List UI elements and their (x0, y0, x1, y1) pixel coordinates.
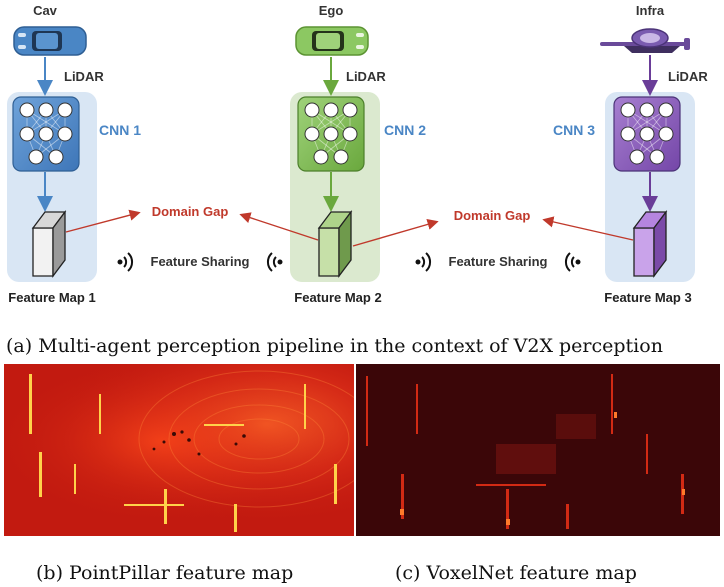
cnn-node (639, 102, 655, 118)
feature-map-box-3 (632, 210, 668, 278)
cnn-node (342, 126, 358, 142)
cnn-node (48, 149, 64, 165)
feature-sharing-label-left: Feature Sharing (151, 254, 250, 269)
cnn-node (629, 149, 645, 165)
cnn-label-3: CNN 3 (553, 122, 595, 138)
agent-name-ego: Ego (319, 3, 344, 18)
cnn-node (57, 102, 73, 118)
cnn-node (304, 102, 320, 118)
domain-gap-arrow-left-b (239, 212, 319, 241)
cnn-node (323, 126, 339, 142)
feature-map-label-3: Feature Map 3 (604, 290, 691, 305)
cnn-node (38, 126, 54, 142)
pipeline-diagram: Cav Ego Infra LiDAR LiDAR LiDAR CN (7, 3, 708, 305)
cnn-node (658, 126, 674, 142)
domain-gap-label-right: Domain Gap (454, 208, 531, 223)
wireless-icon-left-b (266, 252, 283, 272)
cnn-node (304, 126, 320, 142)
domain-gap-arrow-right-a (352, 218, 439, 247)
wireless-icon-left-a (117, 252, 134, 272)
domain-gap-label-left: Domain Gap (152, 204, 229, 219)
cnn-block-2 (297, 96, 365, 172)
cnn-node (19, 126, 35, 142)
sensor-label-ego: LiDAR (346, 69, 386, 84)
caption-a: (a) Multi-agent perception pipeline in t… (6, 335, 663, 357)
feature-map-box-1 (31, 210, 67, 278)
cnn-node (333, 149, 349, 165)
agent-name-infra: Infra (636, 3, 665, 18)
cnn-block-3 (613, 96, 681, 172)
cnn-label-2: CNN 2 (384, 122, 426, 138)
cnn-block-1 (12, 96, 80, 172)
infra-signal-icon (600, 28, 690, 53)
sensor-label-infra: LiDAR (668, 69, 708, 84)
cnn-node (649, 149, 665, 165)
wireless-icon-right-a (415, 252, 432, 272)
cnn-label-1: CNN 1 (99, 122, 141, 138)
cnn-node (323, 102, 339, 118)
voxelnet-heatmap (356, 364, 720, 536)
cnn-node (639, 126, 655, 142)
cnn-node (658, 102, 674, 118)
cnn-node (19, 102, 35, 118)
wireless-icon-right-b (564, 252, 581, 272)
cnn-node (28, 149, 44, 165)
ego-car-icon (295, 26, 369, 56)
cnn-node (38, 102, 54, 118)
cnn-node (342, 102, 358, 118)
cav-car-icon (13, 26, 87, 56)
cnn-node (620, 126, 636, 142)
caption-b: (b) PointPillar feature map (36, 562, 294, 584)
caption-c: (c) VoxelNet feature map (395, 562, 637, 584)
feature-sharing-label-right: Feature Sharing (449, 254, 548, 269)
feature-map-label-2: Feature Map 2 (294, 290, 381, 305)
cnn-node (57, 126, 73, 142)
cnn-node (620, 102, 636, 118)
domain-gap-arrow-right-b (542, 216, 634, 241)
cnn-node (313, 149, 329, 165)
sensor-label-cav: LiDAR (64, 69, 104, 84)
feature-map-label-1: Feature Map 1 (8, 290, 95, 305)
agent-name-cav: Cav (33, 3, 58, 18)
pointpillar-heatmap (4, 364, 354, 536)
feature-map-box-2 (317, 210, 353, 278)
domain-gap-arrow-left-a (65, 209, 141, 233)
